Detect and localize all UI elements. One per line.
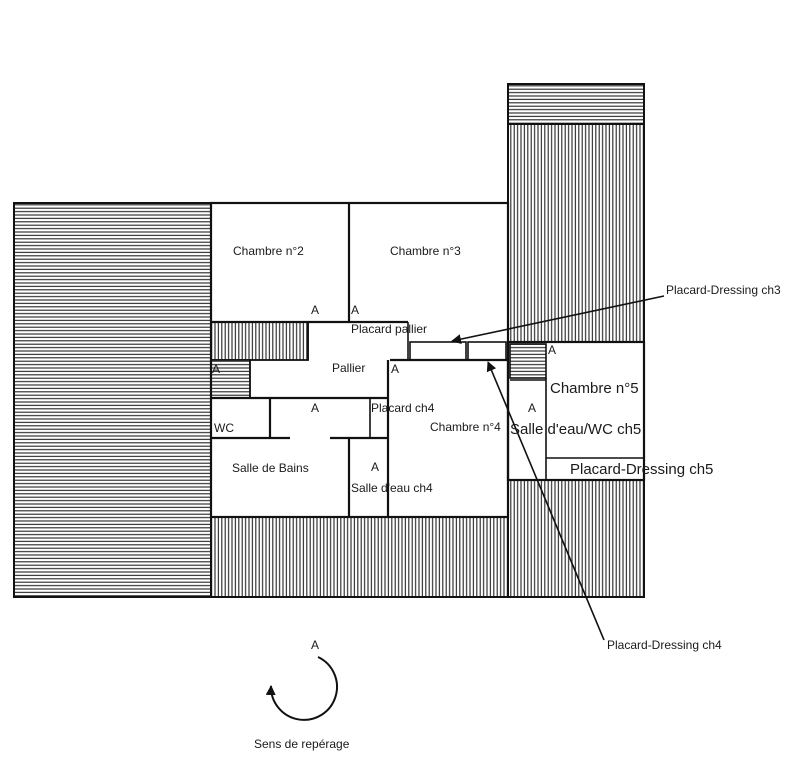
room-label-chambre3: Chambre n°3 (390, 244, 461, 258)
right-tower-hatched-zone (507, 123, 645, 343)
room-label-chambre2: Chambre n°2 (233, 244, 304, 258)
room-label-placard-dressing-ch5: Placard-Dressing ch5 (570, 461, 713, 478)
room-label-placard-ch4: Placard ch4 (371, 401, 435, 415)
callout-label-placard-dressing-ch3: Placard-Dressing ch3 (666, 283, 781, 297)
placard-dressing-ch3-box (409, 341, 467, 361)
legend-start-marker: A (311, 638, 319, 652)
right-tower-top-hatched-zone (507, 83, 645, 125)
marker-a-salle-eau-ch5: A (528, 401, 536, 415)
room-label-chambre5: Chambre n°5 (550, 380, 639, 397)
marker-a-salle-bains: A (311, 401, 319, 415)
stair-hatched-zone (210, 321, 309, 361)
marker-a-chambre3: A (351, 303, 359, 317)
rotation-arrow-icon (265, 656, 338, 721)
room-label-wc: WC (214, 421, 234, 435)
bottom-hatched-zone (210, 516, 509, 598)
callout-label-placard-dressing-ch4: Placard-Dressing ch4 (607, 638, 722, 652)
callout-arrow-ch4 (486, 361, 605, 641)
ch5-hatched-corner (509, 343, 547, 379)
marker-a-wc: A (212, 362, 220, 376)
room-label-chambre4: Chambre n°4 (430, 420, 501, 434)
placard-dressing-ch4-box (467, 341, 507, 361)
marker-a-chambre2: A (311, 303, 319, 317)
marker-a-salle-eau-ch4: A (371, 460, 379, 474)
room-label-salle-eau-ch4: Salle d'eau ch4 (351, 481, 433, 495)
room-label-placard-pallier: Placard pallier (351, 322, 427, 336)
left-hatched-zone (13, 202, 212, 598)
marker-a-chambre4: A (391, 362, 399, 376)
room-label-salle-eau-wc-ch5: Salle d'eau/WC ch5 (510, 421, 641, 438)
legend-caption: Sens de repérage (254, 737, 350, 751)
right-bottom-hatched-zone (507, 479, 645, 598)
callout-arrow-ch3 (451, 295, 665, 345)
marker-a-chambre5: A (548, 343, 556, 357)
room-label-pallier: Pallier (332, 361, 365, 375)
room-label-salle-bains: Salle de Bains (232, 461, 309, 475)
